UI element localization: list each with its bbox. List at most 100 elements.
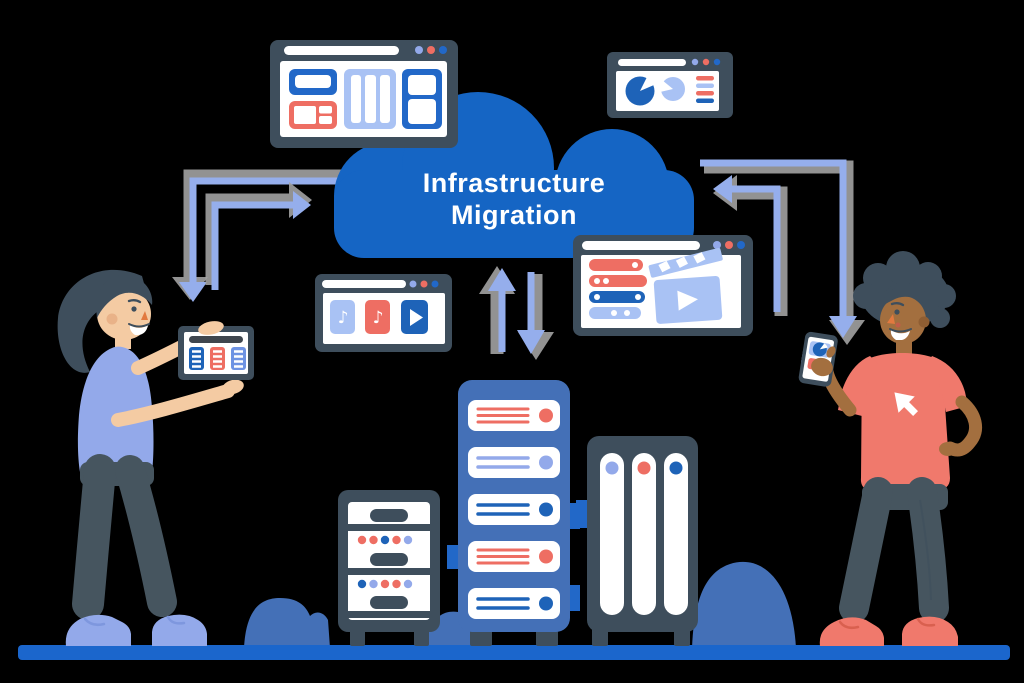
address-bar	[322, 280, 406, 288]
drawer-handle	[370, 553, 408, 566]
dashboard-card-red-grid	[289, 101, 337, 129]
woman-with-tablet	[57, 269, 254, 646]
man-nose	[887, 314, 895, 324]
bush-left	[244, 598, 330, 648]
browser-dot-periwinkle	[409, 280, 417, 288]
dashboard-card-list	[402, 69, 442, 129]
browser-dot-periwinkle	[713, 241, 721, 249]
drawer-cabinet	[338, 490, 440, 646]
server-tower	[576, 436, 698, 646]
ground-line	[18, 645, 1010, 660]
drawer-handle	[370, 509, 408, 522]
browser-dot-red	[427, 46, 435, 54]
browser-dot-blue	[431, 280, 439, 288]
cloud-title-line2: Migration	[451, 200, 577, 230]
cursor-arrow-icon	[894, 392, 919, 417]
browser-dot-red	[420, 280, 428, 288]
window-analytics	[607, 52, 733, 118]
man-ear	[918, 316, 930, 328]
browser-dot-red	[702, 58, 710, 66]
play-icon	[410, 309, 423, 326]
woman-brow	[127, 299, 142, 304]
woman-hand-lower	[222, 379, 244, 395]
woman-hand-upper	[198, 321, 224, 335]
browser-dot-blue	[439, 46, 447, 54]
tablet-column-lightblue	[231, 347, 246, 370]
tablet	[178, 326, 254, 380]
woman-ear	[106, 313, 118, 325]
man-hand-phone	[811, 357, 833, 377]
man-shirt-torso	[860, 353, 950, 490]
man-brow	[890, 302, 905, 307]
man-with-phone	[798, 251, 983, 646]
woman-hair-top	[96, 274, 153, 318]
server-rack	[447, 380, 580, 646]
rack-slot-periwinkle	[468, 447, 560, 478]
rack-slot-red-2	[468, 541, 560, 572]
music-tile-periwinkle: ♪	[330, 300, 355, 334]
window-dashboard	[270, 40, 458, 148]
clapperboard-icon	[648, 247, 723, 324]
address-bar	[618, 59, 686, 66]
man-hairline	[882, 286, 930, 308]
man-eye	[894, 309, 900, 315]
browser-dot-periwinkle	[691, 58, 699, 66]
man-leg-right	[907, 477, 949, 623]
arrow-cloud-to-phone	[700, 159, 865, 345]
woman-leg-right	[115, 455, 177, 617]
cloud-title-line1: Infrastructure	[423, 168, 606, 198]
browser-dot-blue	[713, 58, 721, 66]
address-bar	[582, 241, 700, 250]
woman-shoe-left	[65, 614, 131, 646]
rack-slot-blue-1	[468, 494, 560, 525]
woman-shoe-right	[152, 614, 207, 646]
phone-pie-chart-icon	[812, 342, 828, 357]
man-thumb	[826, 346, 836, 358]
drawer-dots-row-1	[357, 535, 413, 545]
browser-dot-red	[725, 241, 733, 249]
rack-connector-left	[447, 545, 461, 569]
arrow-server-to-cloud	[479, 266, 516, 354]
stat-bars	[696, 76, 714, 103]
man-shoe-right	[902, 616, 958, 646]
woman-leg-left	[72, 454, 116, 620]
browser-dot-periwinkle	[415, 46, 423, 54]
video-tile-blue	[401, 300, 428, 334]
music-tile-red: ♪	[365, 300, 390, 334]
music-note-icon: ♪	[373, 308, 384, 328]
dashboard-card-columns	[344, 69, 396, 129]
bush-right	[692, 561, 796, 648]
tablet-column-blue	[189, 347, 204, 370]
man-neck	[896, 340, 912, 354]
pie-chart-icon-light	[659, 77, 685, 101]
tower-slat-periwinkle	[600, 453, 624, 615]
address-bar	[284, 46, 399, 55]
man-smile	[890, 330, 910, 341]
drawer-dots-row-2	[357, 579, 413, 589]
rack-slot-red-1	[468, 400, 560, 431]
play-icon	[677, 290, 698, 311]
tower-slat-red	[632, 453, 656, 615]
man-shoe-left	[819, 617, 884, 646]
tower-slat-blue	[664, 453, 688, 615]
woman-arm-lower	[111, 384, 235, 427]
window-media: ♪ ♪	[315, 274, 452, 352]
arrow-cloud-to-server	[517, 272, 554, 360]
browser-dot-blue	[737, 241, 745, 249]
man-hand-hip	[939, 442, 957, 456]
music-note-icon: ♪	[338, 308, 349, 328]
window-video-library	[573, 235, 753, 336]
woman-smile	[129, 325, 148, 336]
woman-torso	[77, 346, 154, 472]
woman-nose	[141, 311, 148, 320]
arrow-phone-to-cloud	[713, 175, 788, 316]
drawer-handle	[370, 596, 408, 609]
woman-eye	[131, 306, 137, 312]
tower-connector-left	[576, 500, 590, 528]
tablet-column-red	[210, 347, 225, 370]
man-blush	[895, 322, 901, 328]
pie-chart-icon-dark	[625, 76, 655, 106]
woman-neck	[115, 336, 131, 349]
